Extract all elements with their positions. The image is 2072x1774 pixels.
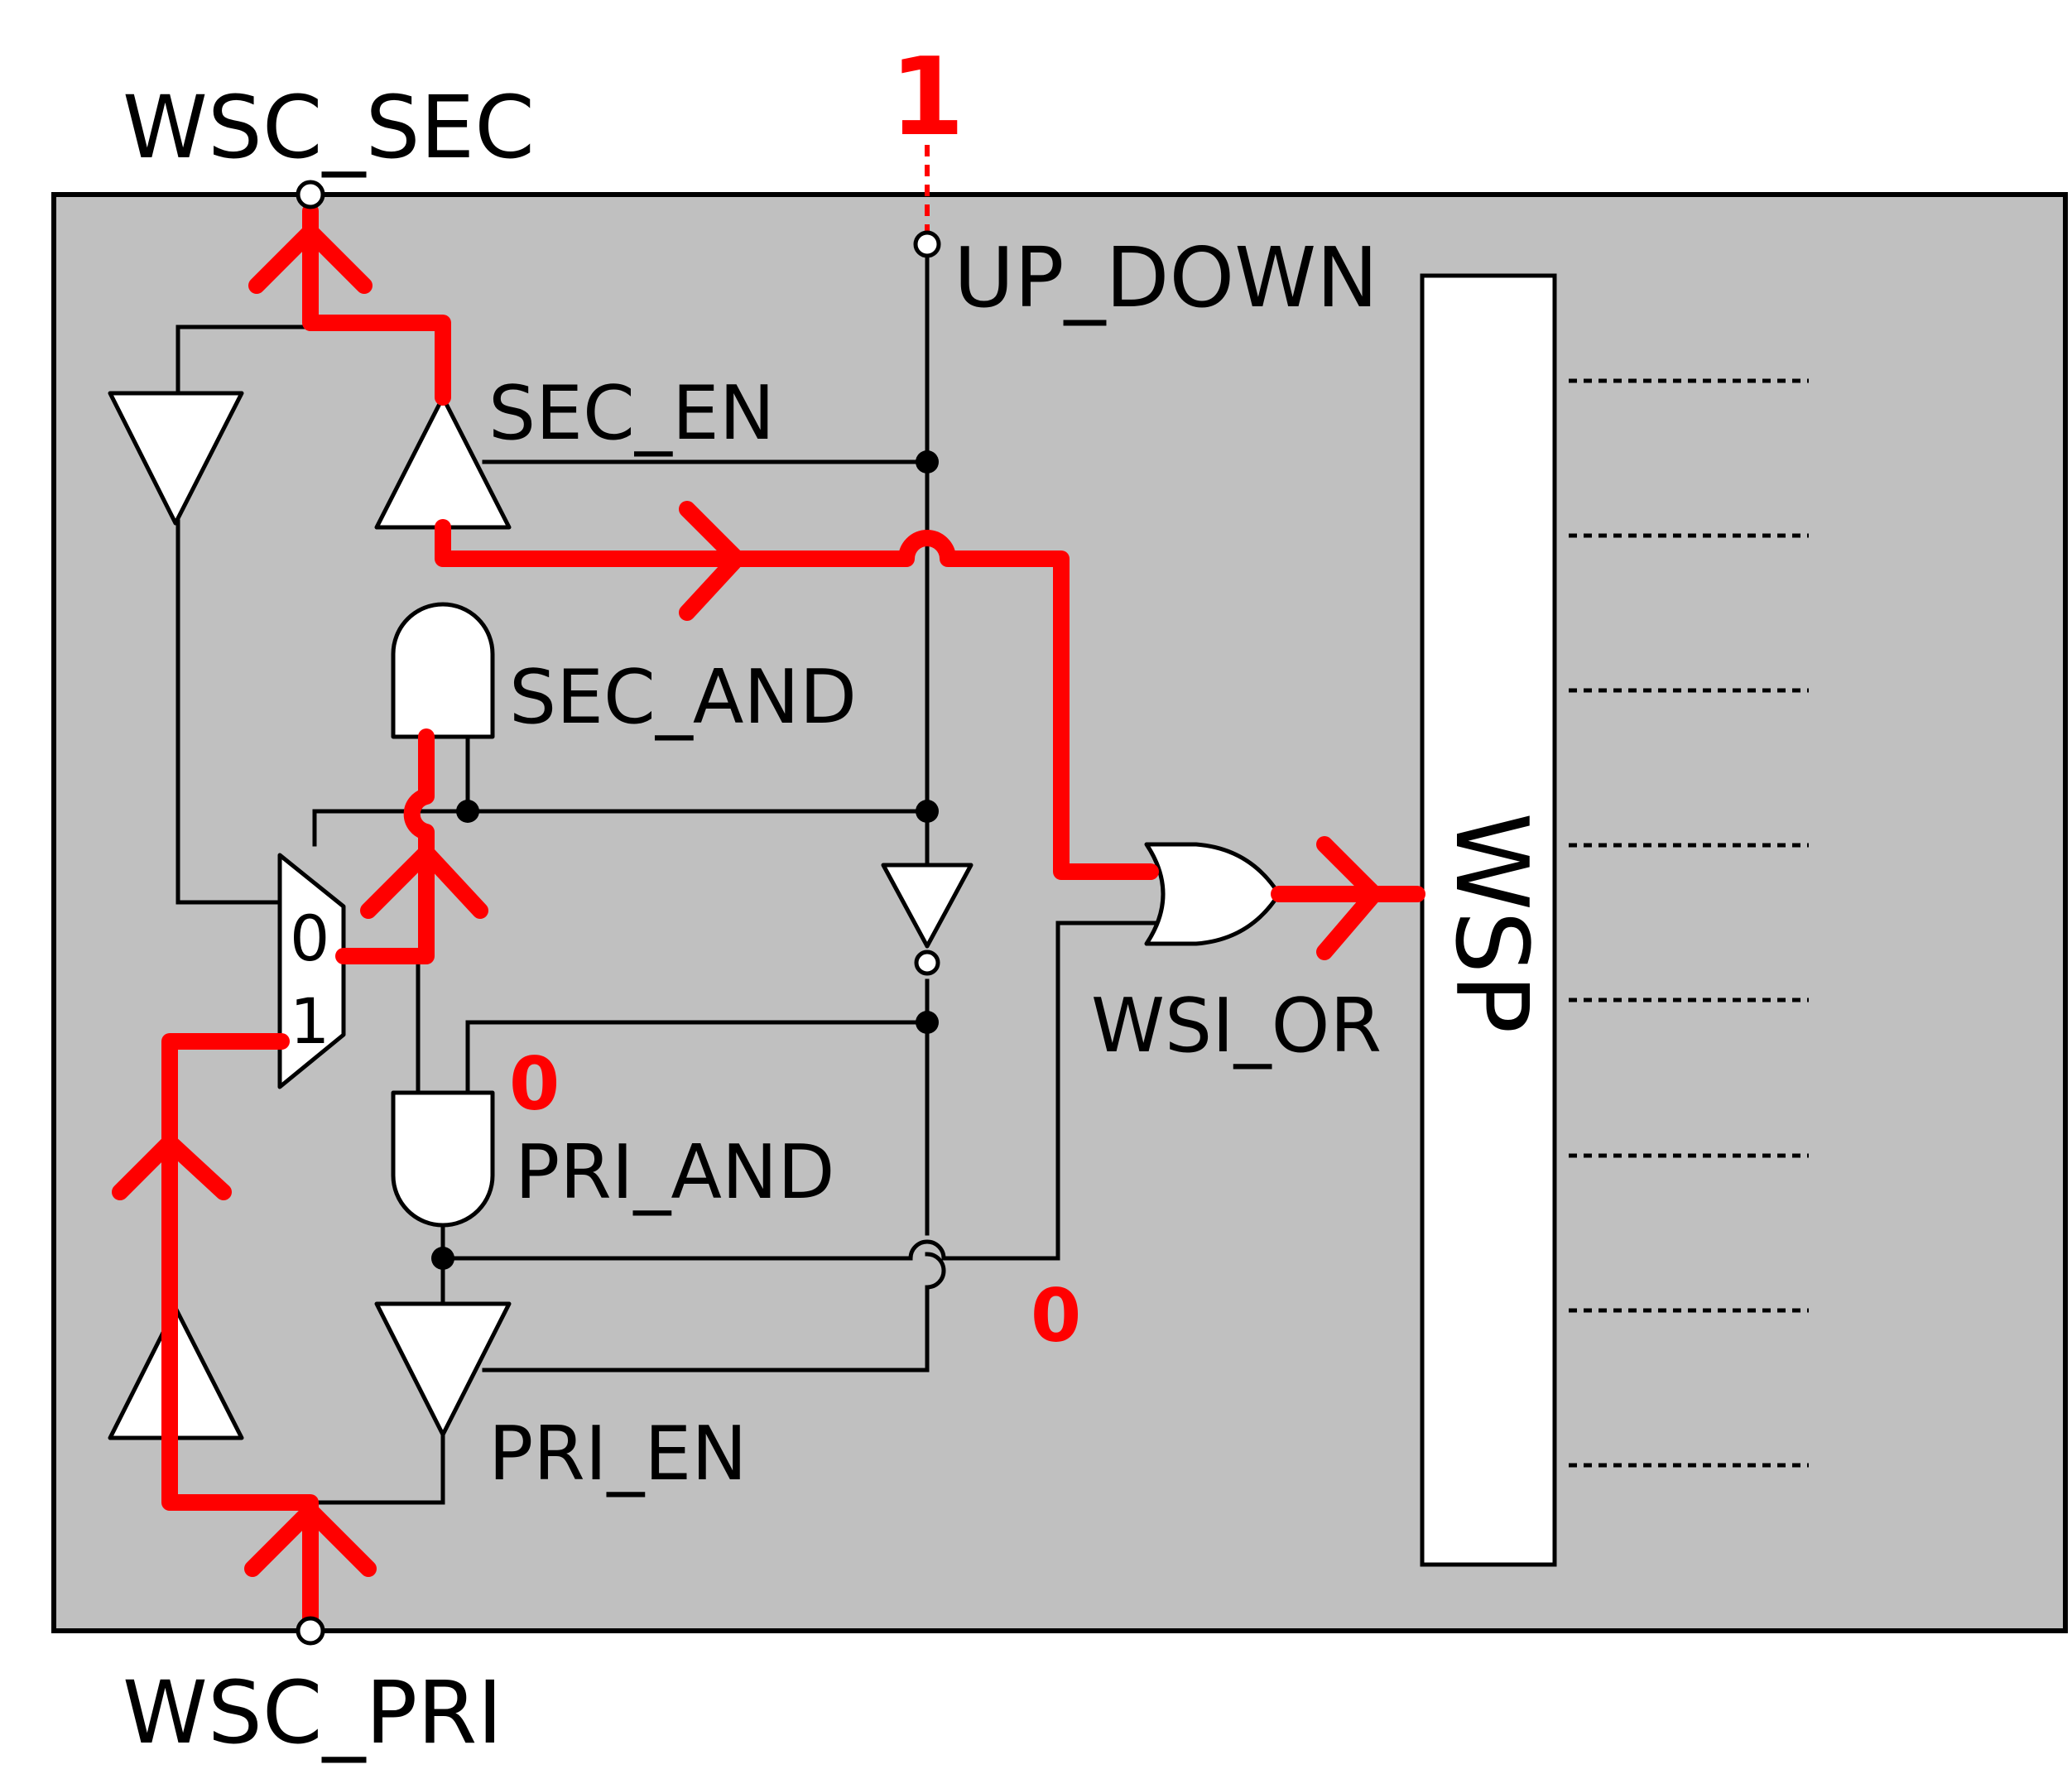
up-down-label: UP_DOWN — [954, 229, 1378, 326]
wsp-outputs — [1569, 378, 1809, 1468]
wires — [175, 250, 1157, 1505]
active-path — [112, 145, 1425, 1631]
pri-en-buffer — [374, 1301, 512, 1437]
secondary-receive-buffer — [108, 391, 244, 526]
sec-and-gate — [391, 602, 495, 739]
junctions — [431, 450, 939, 1270]
wsp-register — [1420, 273, 1557, 1567]
wsp-label: WSP — [1433, 812, 1548, 1033]
wsi-or-label: WSI_OR — [1091, 983, 1382, 1070]
wsc-sec-port[interactable] — [296, 180, 325, 209]
pri-and-input-value: 0 — [509, 1041, 560, 1127]
mux — [277, 853, 346, 1089]
up-down-value: 1 — [890, 34, 964, 160]
or-lower-input-value: 0 — [1031, 1273, 1081, 1358]
inverter-bubble — [914, 949, 940, 976]
wsc-pri-label: WSC_PRI — [123, 1662, 502, 1763]
sec-and-label: SEC_AND — [509, 654, 857, 741]
wsc-sec-label: WSC_SEC — [123, 77, 535, 178]
pri-en-label: PRI_EN — [488, 1411, 748, 1498]
inverter — [881, 863, 974, 949]
pri-and-gate — [391, 1090, 495, 1228]
sec-en-label: SEC_EN — [488, 370, 775, 457]
mux-input-1-label: 1 — [290, 984, 329, 1058]
mux-input-0-label: 0 — [290, 901, 329, 975]
up-down-port[interactable] — [913, 230, 941, 258]
module-box — [51, 192, 2068, 1633]
wsi-or-gate — [1144, 842, 1281, 946]
wsc-pri-port[interactable] — [296, 1616, 325, 1646]
pri-and-label: PRI_AND — [515, 1129, 835, 1216]
